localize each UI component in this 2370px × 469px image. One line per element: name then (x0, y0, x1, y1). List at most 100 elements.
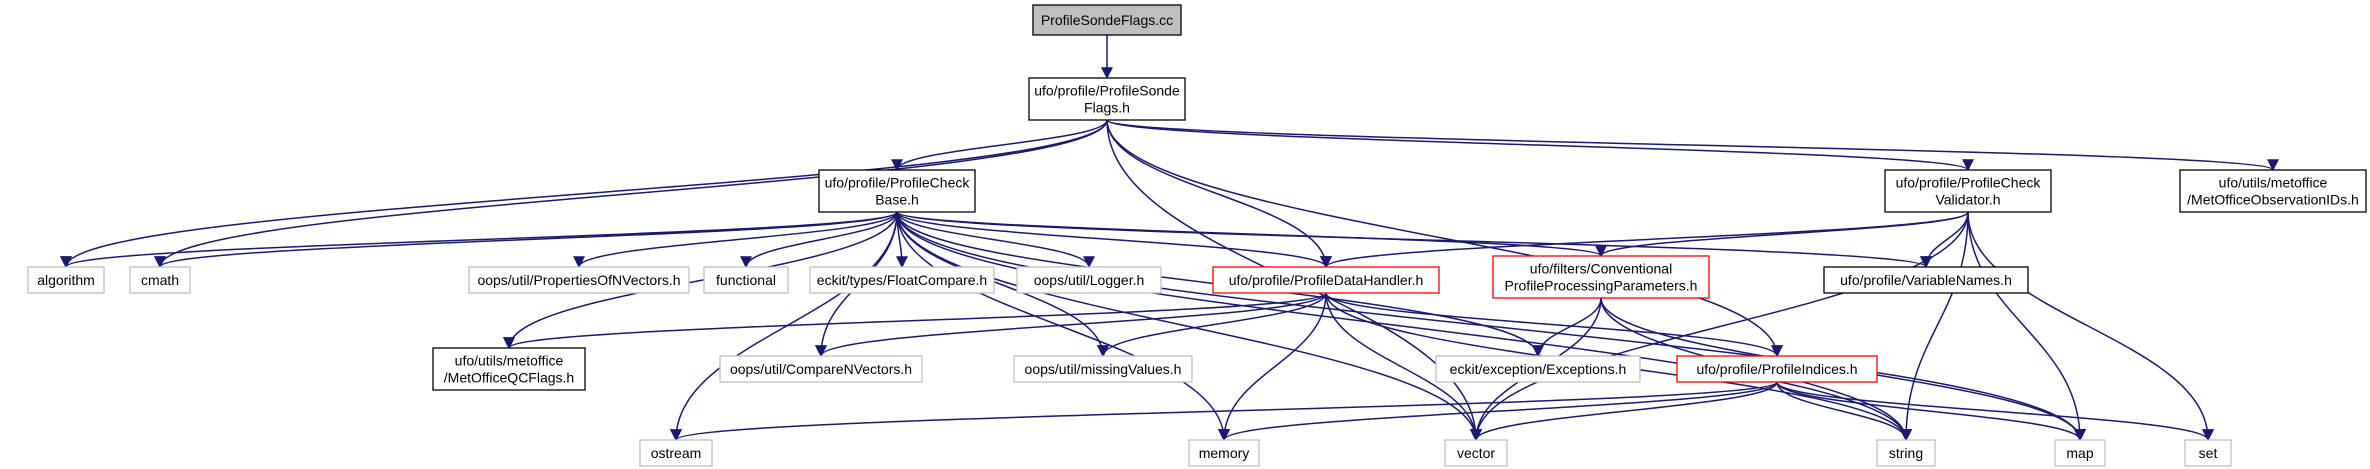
node-box (2184, 439, 2232, 467)
edge-arrow (1532, 297, 1602, 358)
node-box (1876, 439, 1936, 467)
node-label: memory (1199, 445, 1250, 461)
node-box (1212, 266, 1440, 294)
node-psf_cc[interactable]: ProfileSondeFlags.cc (1032, 4, 1182, 36)
node-box (1032, 4, 1182, 36)
node-label: map (2066, 445, 2093, 461)
node-label: ufo/filters/Conventional (1530, 261, 1672, 277)
node-box (1013, 355, 1193, 383)
edge-arrow (1776, 381, 2086, 442)
edge-pdh-to-moqc (503, 292, 1327, 350)
node-cmath: cmath (129, 266, 191, 294)
node-box (1188, 439, 1260, 467)
node-box (1884, 169, 2052, 213)
edge-pcb-to-moqc (503, 211, 898, 350)
edge-pcv-to-cppp (1595, 211, 1969, 258)
edge-arrow (896, 211, 1332, 269)
node-box (2179, 169, 2367, 213)
edge-pidx-to-map (1776, 381, 2086, 442)
node-pdh[interactable]: ufo/profile/ProfileDataHandler.h (1212, 266, 1440, 294)
edge-pdh-to-missing (1097, 292, 1327, 358)
node-label: eckit/exception/Exceptions.h (1450, 361, 1627, 377)
edge-arrow (154, 211, 898, 269)
node-box (703, 266, 789, 294)
node-box (1492, 255, 1710, 299)
edge-arrow (815, 292, 1327, 358)
node-label: oops/util/Logger.h (1034, 272, 1145, 288)
edge-arrow (1106, 119, 1974, 172)
node-missing: oops/util/missingValues.h (1013, 355, 1193, 383)
edges-layer (60, 35, 2279, 442)
node-psf_h[interactable]: ufo/profile/ProfileSondeFlags.h (1028, 77, 1186, 121)
node-moqc[interactable]: ufo/utils/metoffice/MetOfficeQCFlags.h (432, 347, 586, 391)
node-label: /MetOfficeQCFlags.h (444, 370, 574, 386)
nodes-layer: ProfileSondeFlags.cc ufo/profile/ProfileS… (27, 4, 2367, 467)
node-label: Validator.h (1935, 192, 2000, 208)
node-memory: memory (1188, 439, 1260, 467)
edge-psf_h-to-pidx (1106, 119, 1783, 358)
node-varnames[interactable]: ufo/profile/VariableNames.h (1823, 266, 2029, 294)
edge-pcv-to-set (1967, 211, 2214, 442)
node-pidx[interactable]: ufo/profile/ProfileIndices.h (1676, 355, 1878, 383)
node-box (1444, 439, 1508, 467)
node-vector: vector (1444, 439, 1508, 467)
node-label: /MetOfficeObservationIDs.h (2187, 192, 2359, 208)
edge-arrow (896, 211, 1095, 269)
edge-psf_h-to-pdh (1106, 119, 1332, 269)
node-label: ufo/profile/ProfileSonde (1034, 83, 1180, 99)
node-functional: functional (703, 266, 789, 294)
node-floatcmp: eckit/types/FloatCompare.h (809, 266, 995, 294)
node-label: vector (1457, 445, 1495, 461)
node-label: oops/util/PropertiesOfNVectors.h (477, 272, 680, 288)
edge-pcb-to-pdh (896, 211, 1332, 269)
edge-arrow (1218, 381, 1778, 442)
node-label: ProfileProcessingParameters.h (1505, 278, 1698, 294)
edge-arrow (1325, 292, 1482, 442)
edge-arrow (503, 292, 1327, 350)
edge-arrow (1967, 211, 2086, 442)
edge-arrow (1218, 292, 1327, 442)
edge-pcb-to-vector (896, 211, 1482, 442)
node-box (1823, 266, 2029, 294)
edge-arrow (60, 119, 1108, 269)
edge-psf_h-to-algorithm (60, 119, 1108, 269)
node-cnv: oops/util/CompareNVectors.h (719, 355, 923, 383)
node-label: oops/util/CompareNVectors.h (730, 361, 912, 377)
node-label: ufo/profile/ProfileCheck (825, 175, 971, 191)
edge-pcv-to-map (1967, 211, 2086, 442)
node-label: ufo/profile/ProfileIndices.h (1696, 361, 1857, 377)
node-label: ufo/utils/metoffice (455, 353, 564, 369)
node-label: eckit/types/FloatCompare.h (817, 272, 987, 288)
node-box (719, 355, 923, 383)
node-mooid[interactable]: ufo/utils/metoffice/MetOfficeObservation… (2179, 169, 2367, 213)
node-set: set (2184, 439, 2232, 467)
node-label: Flags.h (1084, 100, 1130, 116)
node-label: ufo/profile/ProfileCheck (1896, 175, 2042, 191)
edge-arrow (573, 211, 898, 269)
node-label: algorithm (37, 272, 95, 288)
edge-arrow (1776, 381, 2214, 442)
node-box (639, 439, 713, 467)
edge-pdh-to-vector (1325, 292, 1482, 442)
edge-arrow (670, 381, 1778, 442)
edge-pidx-to-string (1776, 381, 1912, 442)
node-label: string (1889, 445, 1923, 461)
node-cppp[interactable]: ufo/filters/ConventionalProfileProcessin… (1492, 255, 1710, 299)
edge-arrow (896, 211, 2086, 442)
edge-pdh-to-memory (1218, 292, 1327, 442)
edge-psf_h-to-mooid (1106, 119, 2279, 172)
edge-arrow (1967, 211, 2214, 442)
edge-pidx-to-vector (1470, 381, 1778, 442)
edge-arrow (891, 119, 1108, 172)
edge-arrow (1106, 119, 1783, 358)
node-popnv: oops/util/PropertiesOfNVectors.h (468, 266, 690, 294)
node-label: ProfileSondeFlags.cc (1041, 12, 1173, 28)
edge-arrow (1097, 292, 1327, 358)
node-label: set (2199, 445, 2218, 461)
node-box (1028, 77, 1186, 121)
edge-pidx-to-memory (1218, 381, 1778, 442)
node-box (432, 347, 586, 391)
